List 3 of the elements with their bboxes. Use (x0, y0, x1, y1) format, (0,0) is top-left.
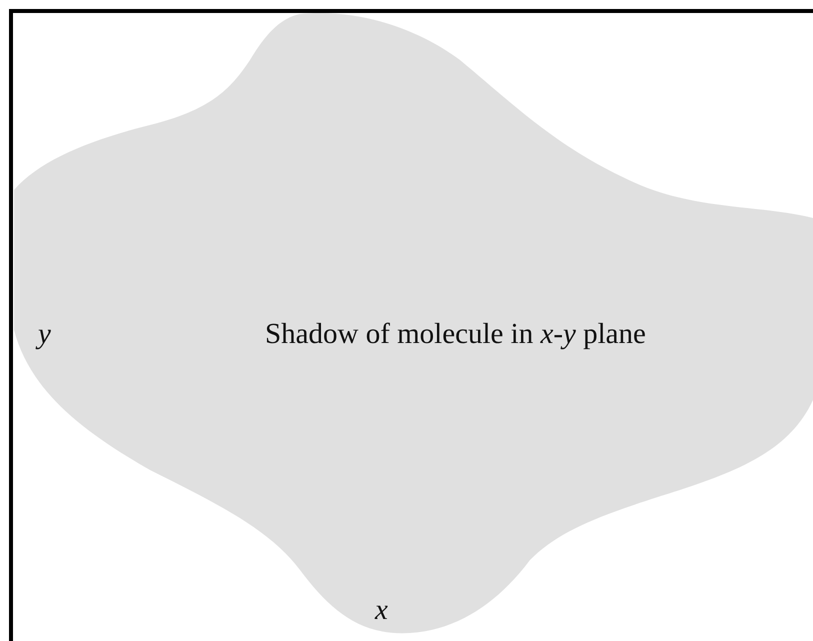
shape-caption: Shadow of molecule in x-y plane (265, 318, 646, 351)
axis-label: y (38, 318, 51, 351)
axis-label: x (375, 594, 388, 627)
